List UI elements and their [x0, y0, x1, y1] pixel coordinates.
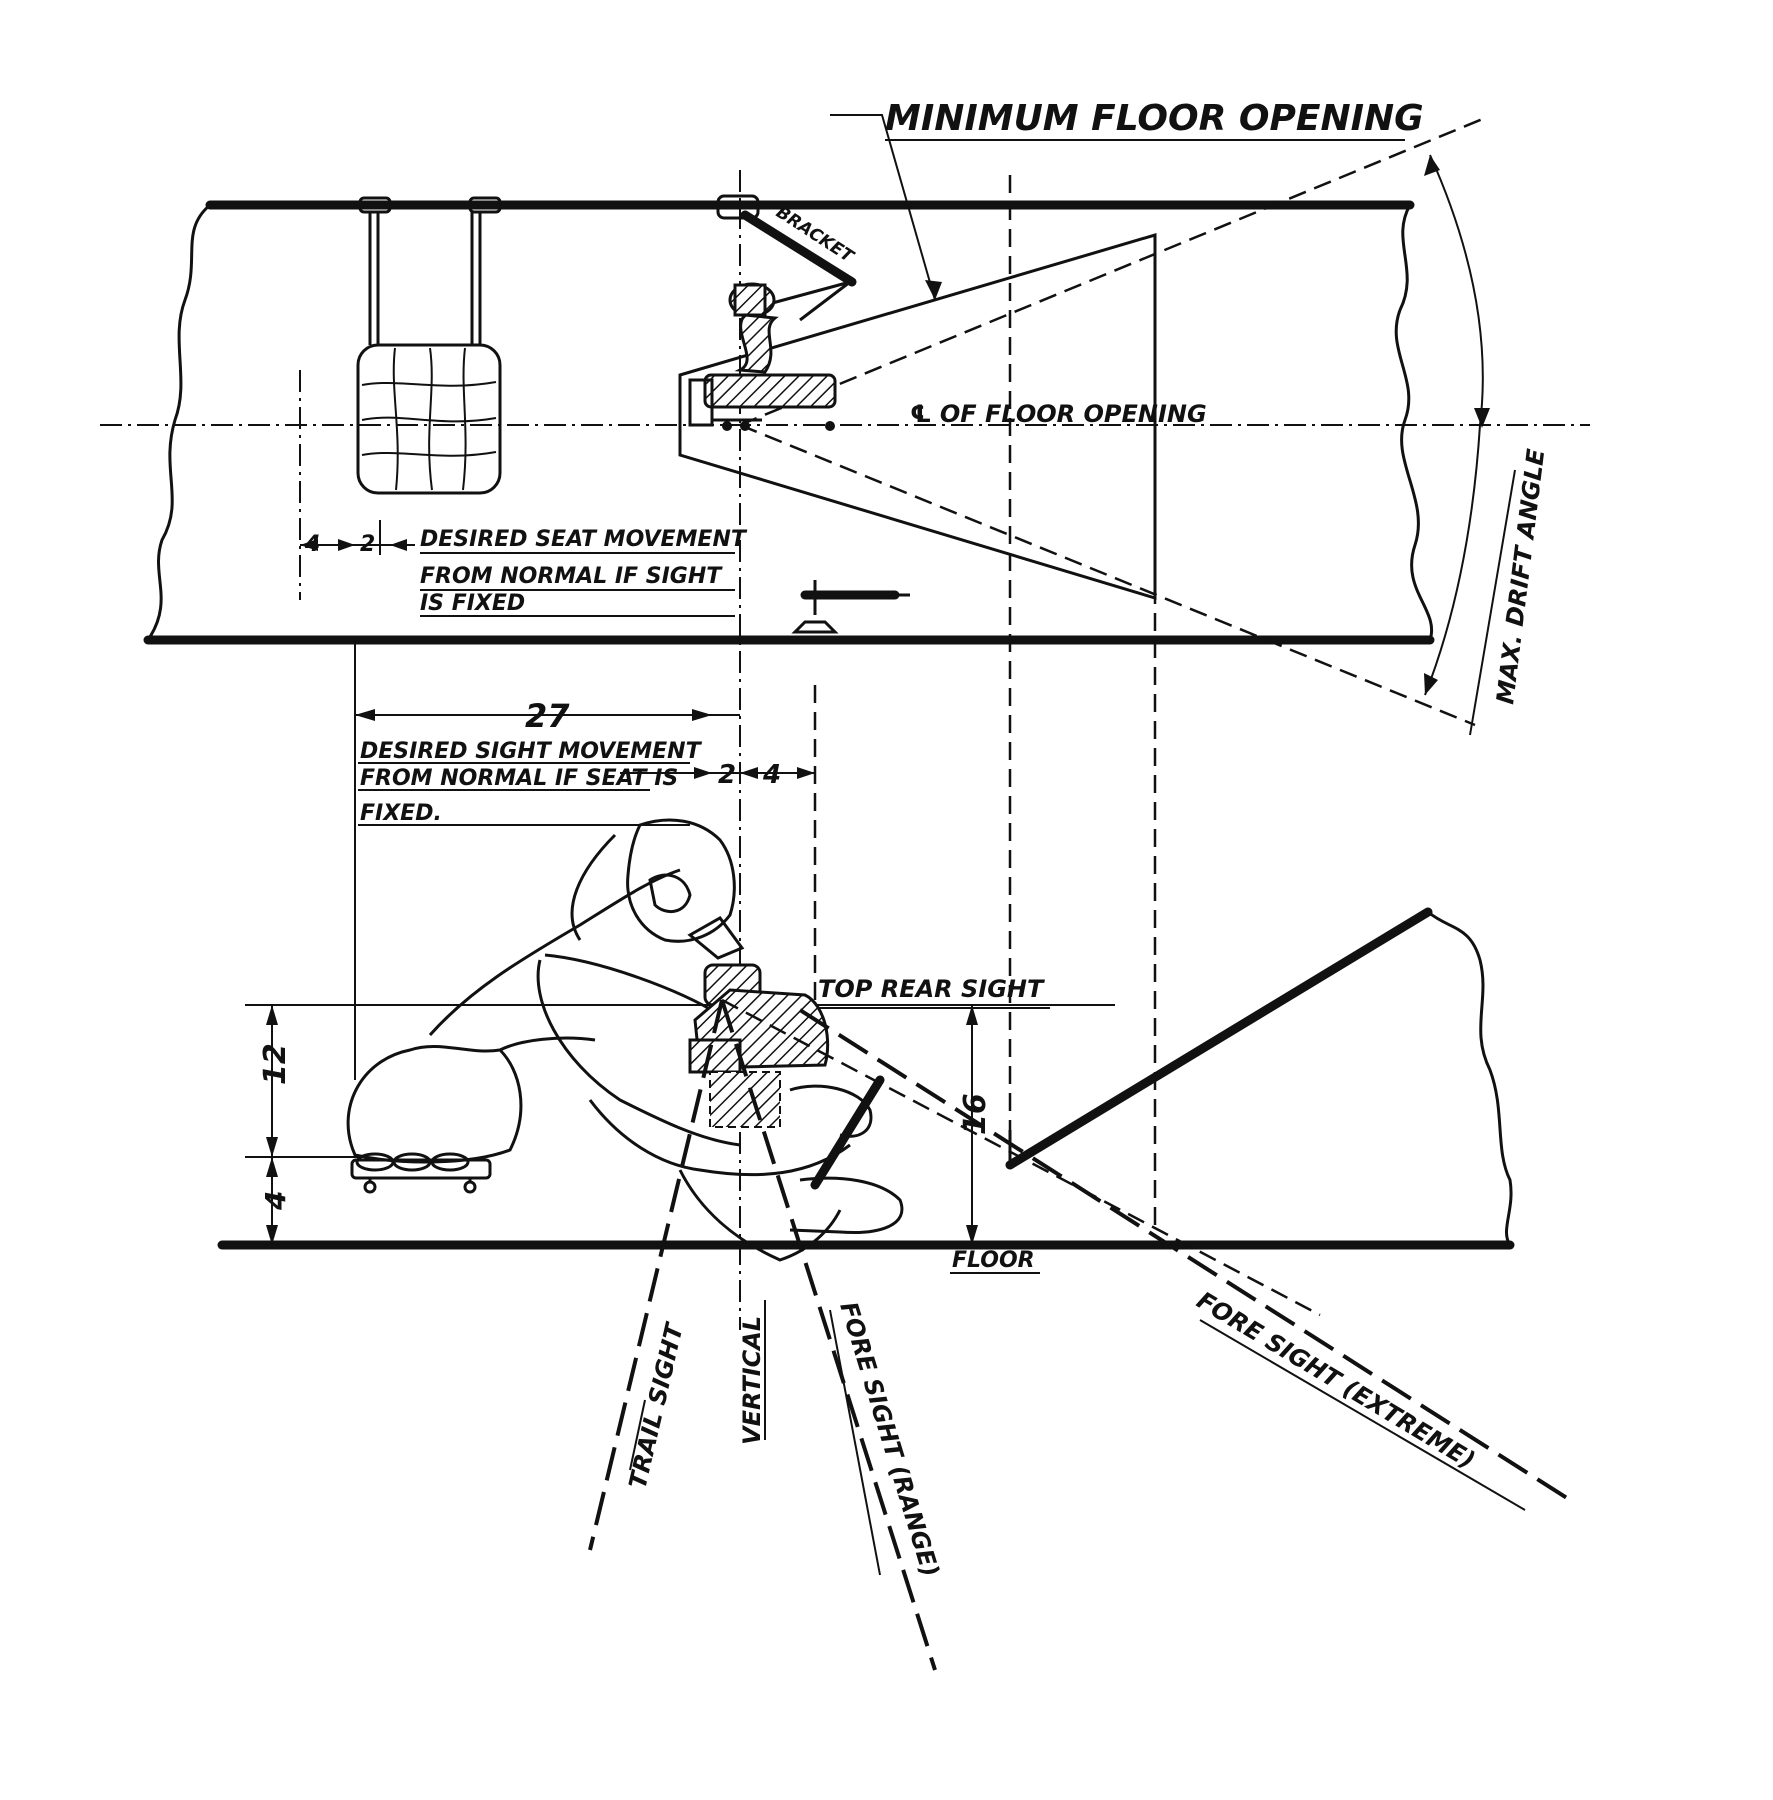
side-view: 12 4 16	[217, 818, 1572, 1671]
figure-back	[428, 868, 681, 1036]
h12-arrow-top	[266, 1005, 278, 1025]
sight-dim-arrow-1	[694, 767, 712, 779]
fore-sight-extreme-underline	[1199, 1319, 1526, 1511]
drift-arc-upper	[1429, 154, 1484, 426]
floor-label: FLOOR	[952, 1248, 1035, 1273]
figure-leg	[678, 1169, 842, 1262]
fore-sight-range-label: FORE SIGHT (RANGE)	[834, 1299, 944, 1581]
h4-arrow-bottom	[266, 1225, 278, 1245]
fore-sight-extreme-line	[798, 1008, 1572, 1502]
height-12-label: 12	[258, 1043, 293, 1085]
sight-note-line-3: FIXED.	[360, 801, 442, 826]
h4-arrow-top	[266, 1157, 278, 1177]
sight-head-side	[687, 916, 830, 1128]
seat-note-line-3: IS FIXED	[420, 591, 525, 616]
seat-dim-4: 4	[304, 532, 320, 557]
seat-note-line-1: DESIRED SEAT MOVEMENT	[420, 527, 748, 552]
figure-hand	[789, 1084, 873, 1138]
plan-view: MINIMUM FLOOR OPENING BRACKET ℄ OF FLOOR…	[100, 98, 1590, 1330]
h16-arrow-top	[966, 1005, 978, 1025]
h12-arrow-bottom	[266, 1137, 278, 1157]
left-break-edge	[146, 203, 211, 641]
figure-hood	[570, 833, 617, 941]
figure-seat-cushion	[346, 1045, 523, 1164]
sight-dim-4: 4	[762, 760, 781, 790]
lower-fitting	[791, 580, 910, 634]
fore-sight-dashed-line	[721, 998, 1321, 1317]
figure-handle	[810, 1075, 885, 1190]
cl-floor-opening-label: ℄ OF FLOOR OPENING	[910, 400, 1207, 428]
opening-edge-heavy	[1005, 907, 1433, 1170]
side-break-edge	[1427, 910, 1513, 1246]
figure-arm-upper	[536, 959, 741, 1147]
trail-sight-label: TRAIL SIGHT	[624, 1319, 690, 1491]
drift-arrow-top	[1424, 155, 1440, 176]
max-drift-angle-label: MAX. DRIFT ANGLE	[1491, 447, 1550, 706]
sight-dim-2: 2	[718, 760, 736, 790]
dim-27-arrow-right	[692, 709, 712, 721]
figure-thigh	[499, 1036, 596, 1052]
drift-label-line	[1469, 469, 1516, 736]
figure-boot	[789, 1176, 904, 1235]
drift-arc-lower	[1424, 424, 1481, 696]
sight-dim-arrow-3	[797, 767, 815, 779]
minimum-floor-opening-label: MINIMUM FLOOR OPENING	[885, 98, 1424, 139]
sight-dim-arrow-2	[740, 767, 758, 779]
seat-plan	[356, 196, 502, 495]
drift-arrow-mid	[1474, 408, 1490, 428]
fore-sight-extreme-label: FORE SIGHT (EXTREME)	[1192, 1286, 1480, 1474]
vertical-label: VERTICAL	[738, 1316, 766, 1445]
seat-dim-arrow-mid	[338, 539, 355, 551]
min-opening-leader	[830, 114, 936, 301]
sight-mechanism-plan	[688, 194, 857, 431]
figure-shoulder	[544, 953, 721, 1017]
drift-line-lower	[739, 423, 1476, 727]
trail-sight-line	[588, 999, 724, 1551]
height-4-label: 4	[259, 1191, 292, 1211]
between-views-dimensions: 27 2 4 DESIRED SIGHT MOVEMENT FROM NORMA…	[355, 697, 815, 826]
seat-dim-arrow-left	[300, 539, 318, 551]
figure-forearm	[588, 1099, 851, 1177]
drift-line-upper	[739, 116, 1486, 427]
seat-note-line-2: FROM NORMAL IF SIGHT	[420, 564, 723, 589]
h16-arrow-bottom	[966, 1225, 978, 1245]
top-rear-sight-label: TOP REAR SIGHT	[818, 975, 1045, 1003]
trail-sight-underline	[629, 1399, 646, 1471]
dim-27-arrow-left	[355, 709, 375, 721]
floor-opening-outline	[678, 232, 1157, 601]
drift-arrow-bottom	[1424, 673, 1438, 695]
figure-helmet	[626, 818, 736, 943]
leader-arrowhead	[925, 280, 942, 300]
fore-range-underline	[829, 1309, 881, 1576]
figure-ear	[648, 873, 692, 914]
fore-sight-range-line	[720, 999, 937, 1671]
seat-dim-arrow-right	[390, 539, 407, 551]
sight-note-line-2: FROM NORMAL IF SEAT IS	[360, 766, 678, 791]
bombardier-figure	[346, 818, 904, 1262]
seat-dim-2: 2	[360, 532, 375, 557]
dim-27-label: 27	[525, 697, 570, 735]
sight-note-line-1: DESIRED SIGHT MOVEMENT	[360, 739, 703, 764]
right-break-edge	[1394, 204, 1434, 641]
